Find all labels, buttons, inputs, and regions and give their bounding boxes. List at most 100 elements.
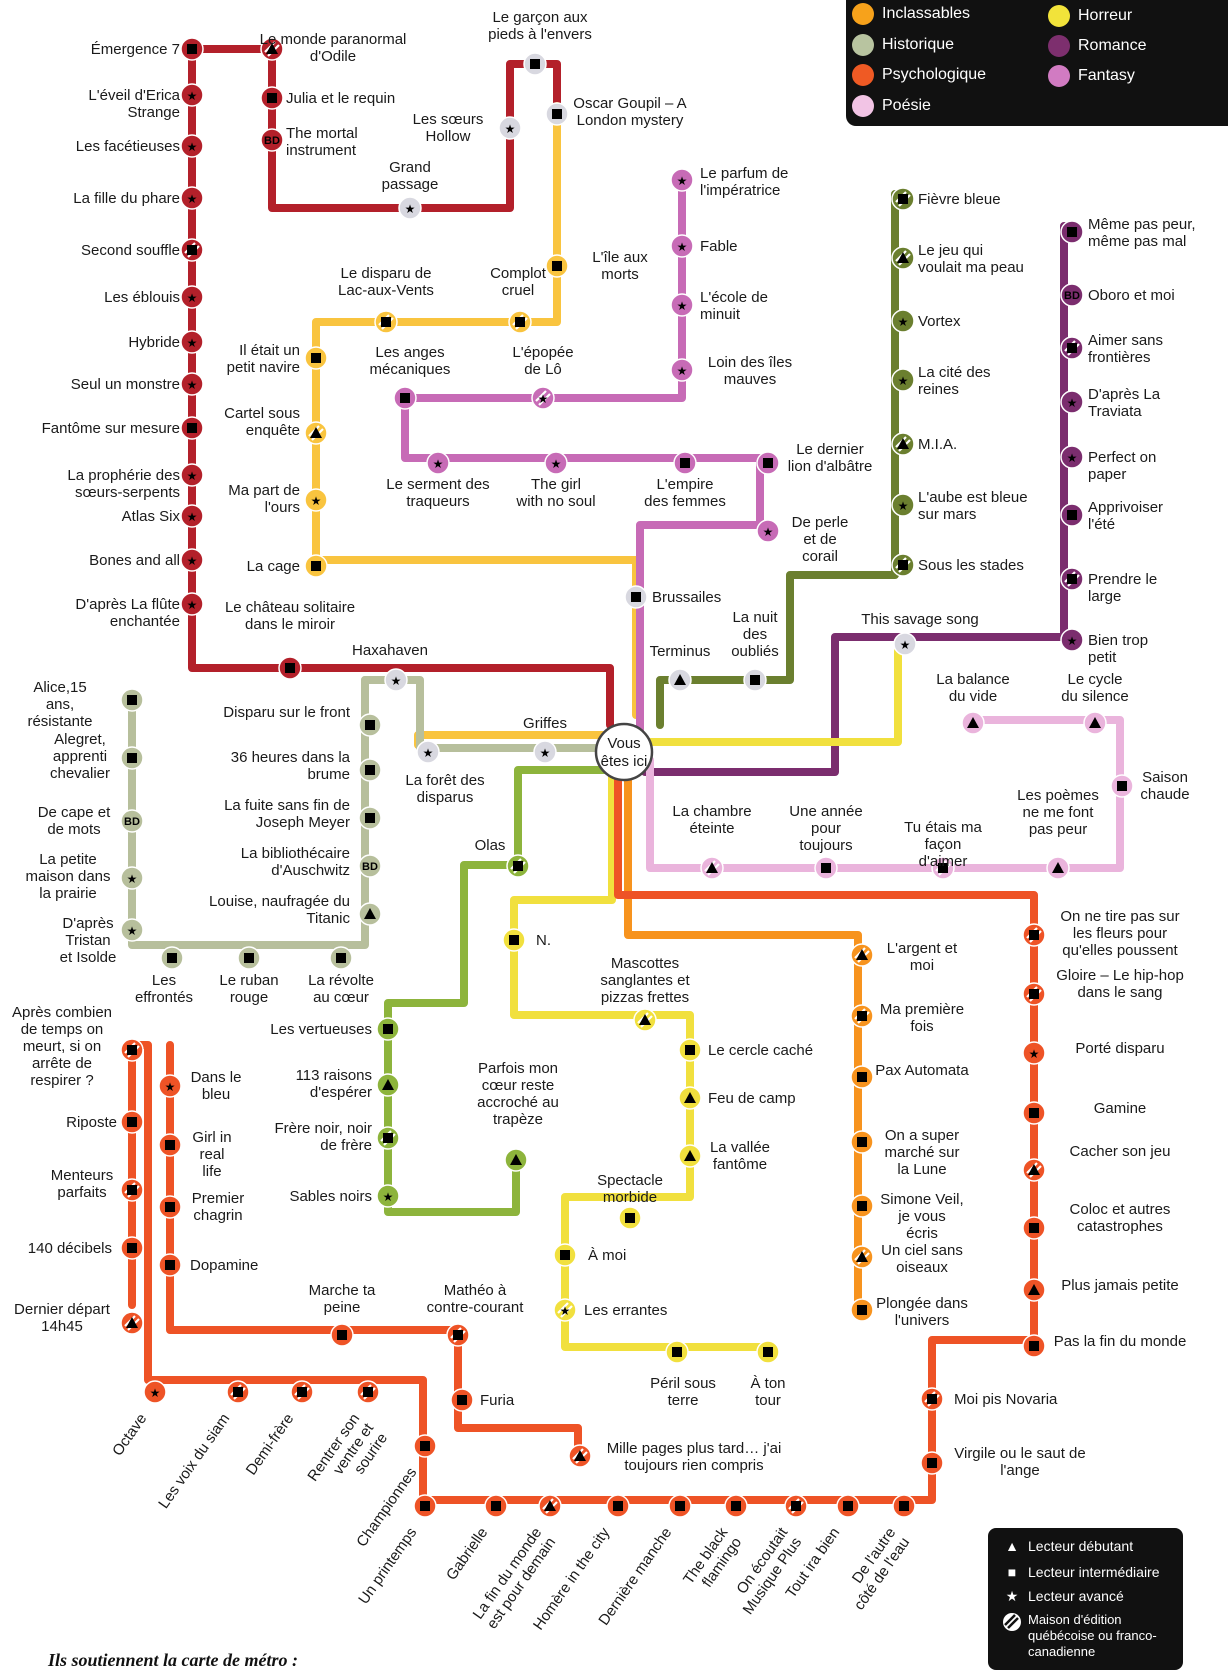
station[interactable]: Un printemps — [355, 1494, 437, 1607]
station[interactable]: Terminus — [650, 643, 711, 692]
station[interactable]: ★This savage song — [861, 611, 979, 656]
station[interactable]: Même pas peur,même pas mal — [1060, 216, 1196, 250]
station[interactable]: À moi — [553, 1243, 626, 1267]
station[interactable]: Cacher son jeu — [1022, 1143, 1170, 1182]
station[interactable]: Dernière manche — [595, 1494, 692, 1629]
station[interactable]: Rentrer sonventre etsourire — [304, 1380, 391, 1504]
station[interactable]: Dopamine — [158, 1253, 258, 1277]
station[interactable]: ★Seul un monstre — [71, 372, 204, 396]
station[interactable]: Moi pis Novaria — [920, 1387, 1058, 1411]
station[interactable]: Disparu sur le front — [223, 704, 382, 737]
station[interactable]: Les vertueuses — [270, 1017, 400, 1041]
station[interactable]: ★Fable — [670, 234, 738, 258]
station[interactable]: Brussailes — [624, 585, 721, 609]
station[interactable]: Pax Automata — [850, 1062, 969, 1089]
station[interactable]: Feu de camp — [678, 1086, 796, 1110]
station[interactable]: Sous les stades — [891, 553, 1024, 577]
station[interactable]: ★Haxahaven — [352, 642, 428, 692]
station[interactable]: Furia — [450, 1388, 515, 1412]
station[interactable]: ★La fille du phare — [73, 186, 204, 210]
station[interactable]: ★Porté disparu — [1022, 1040, 1165, 1065]
station[interactable]: Riposte — [66, 1110, 144, 1134]
station[interactable]: ★Bones and all — [89, 548, 204, 572]
station[interactable]: Fantôme sur mesure — [42, 416, 204, 440]
station[interactable]: 140 décibels — [28, 1236, 144, 1260]
station[interactable]: Pas la fin du monde — [1022, 1333, 1186, 1358]
station[interactable]: ★Octave — [109, 1380, 167, 1459]
station[interactable]: Les voix du siam — [155, 1380, 250, 1512]
station[interactable]: ★Les errantes — [553, 1298, 667, 1322]
station[interactable]: ★Griffes — [523, 715, 567, 764]
station[interactable]: ★Vortex — [891, 309, 961, 333]
station[interactable]: Plus jamais petite — [1022, 1277, 1179, 1302]
station[interactable]: Julia et le requin — [260, 86, 395, 110]
station[interactable]: ★Sables noirs — [289, 1184, 400, 1208]
station[interactable]: La cage — [247, 554, 328, 578]
station[interactable]: ★Les éblouis — [104, 285, 204, 309]
